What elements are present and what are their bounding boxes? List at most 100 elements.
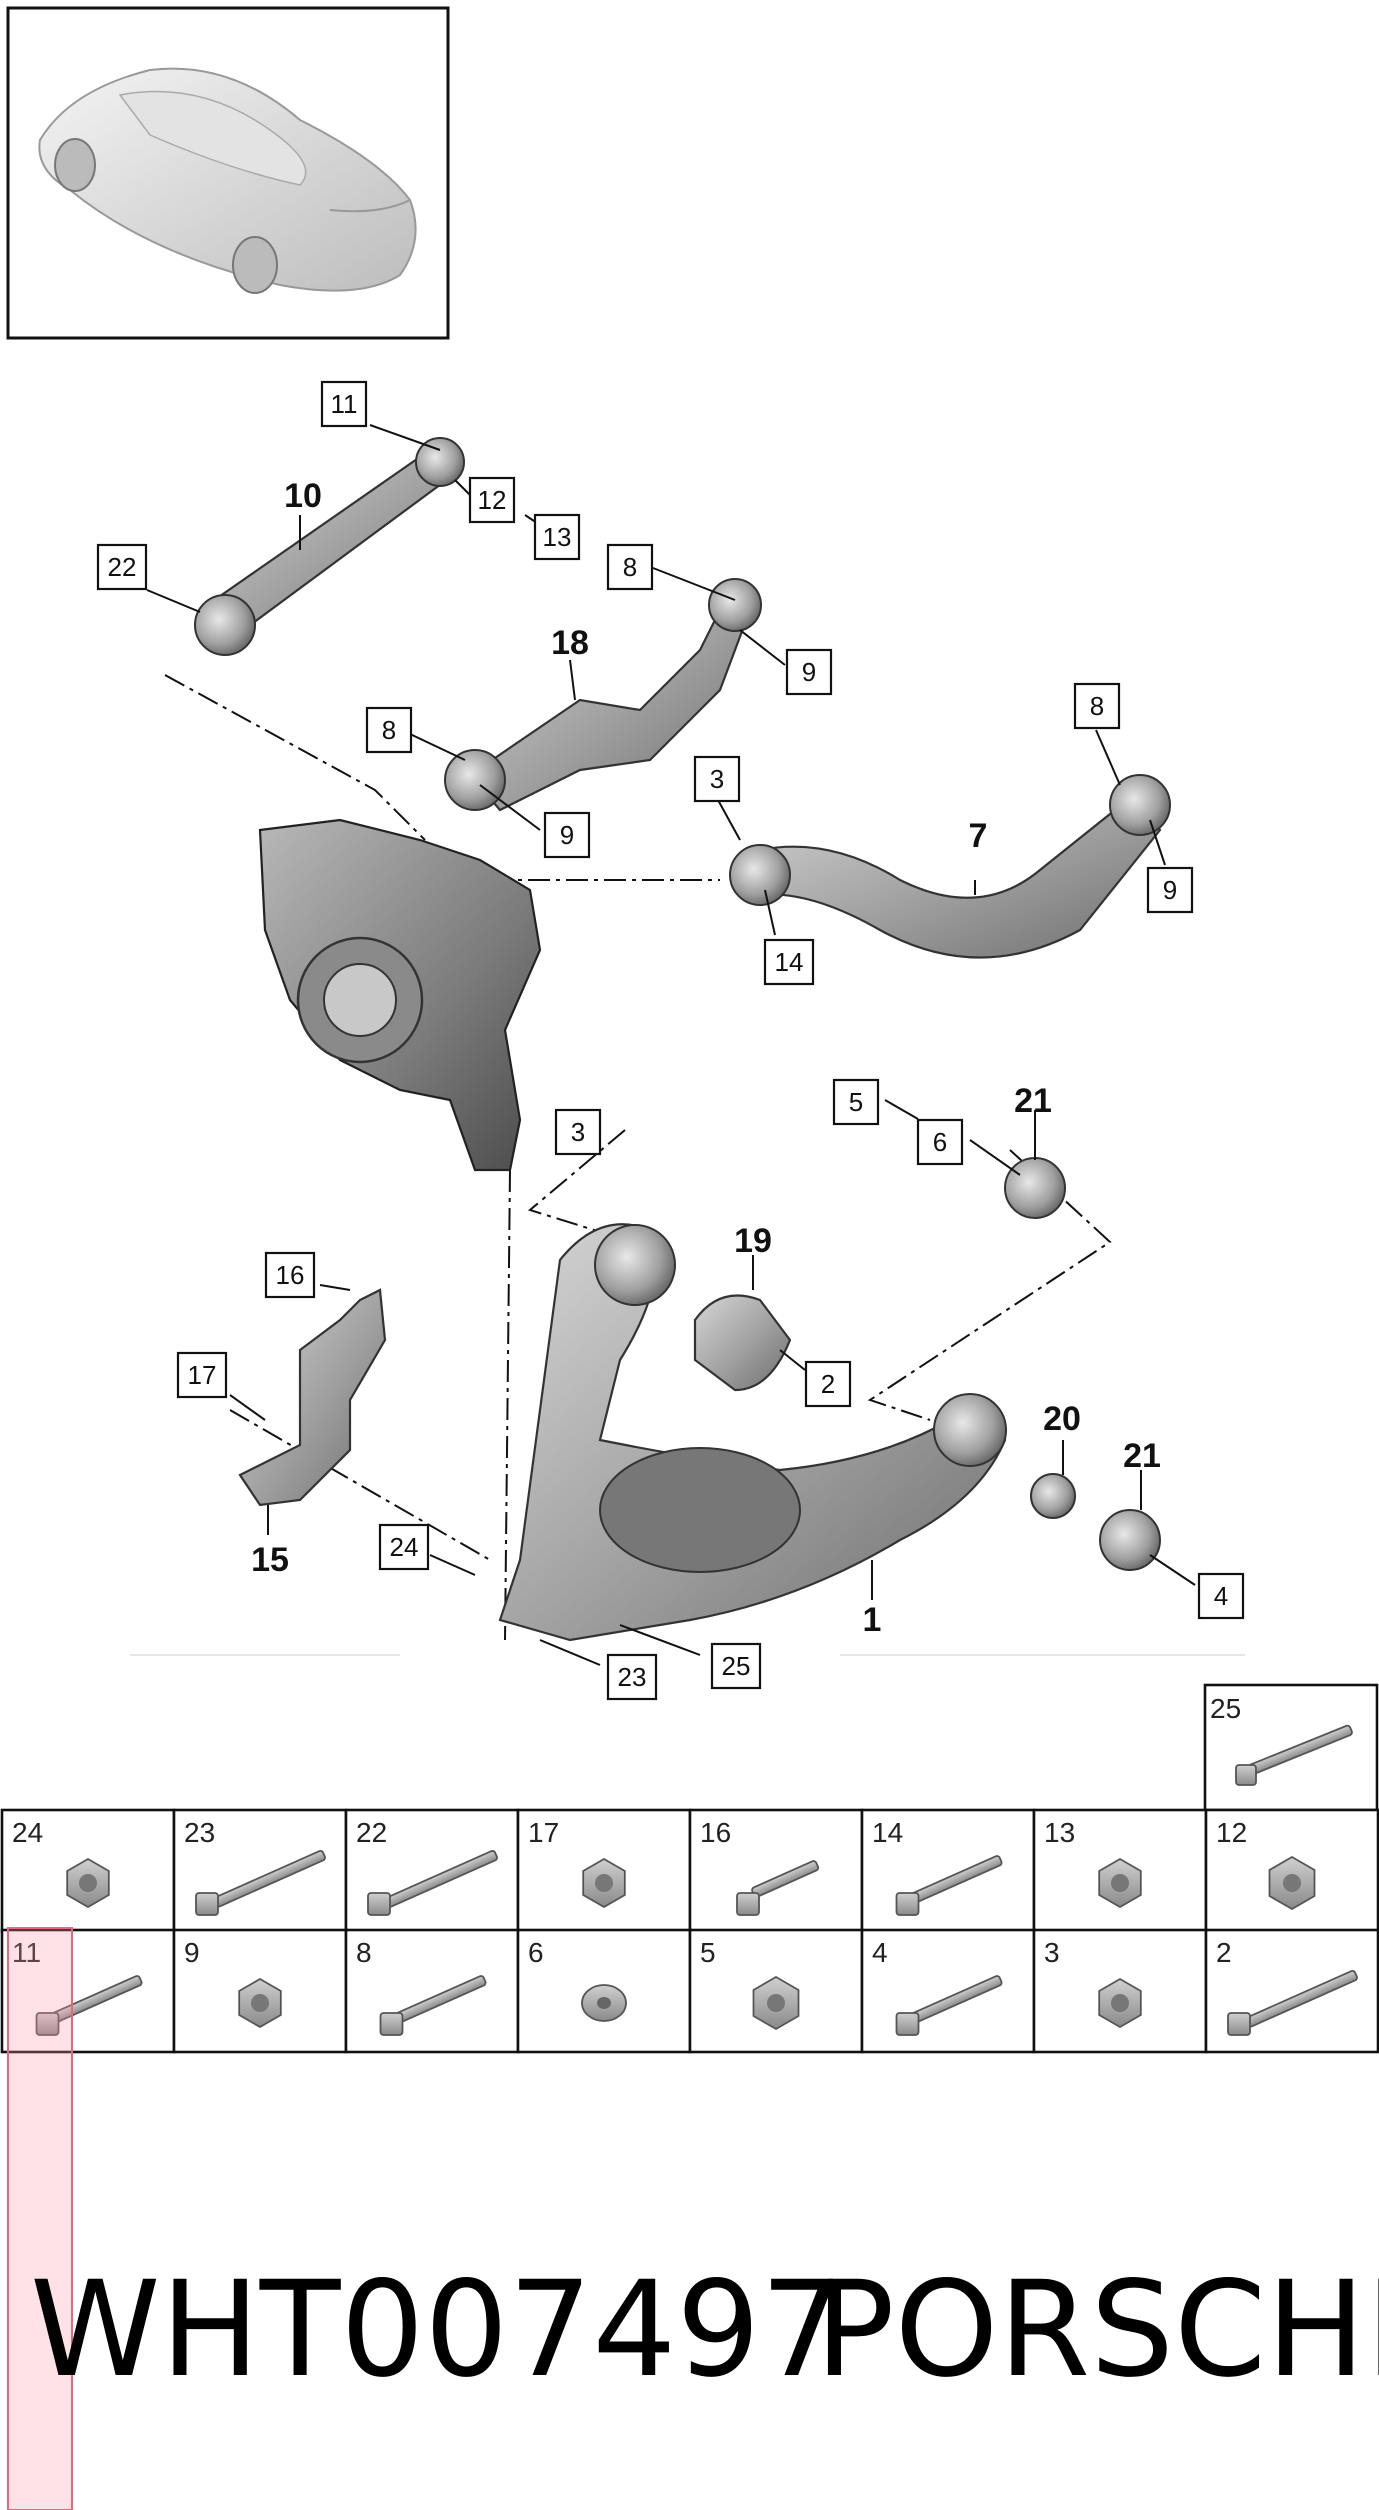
fastener-cell: 5 bbox=[688, 1928, 864, 2054]
fastener-label: 16 bbox=[700, 1817, 731, 1848]
fastener-cell: 4 bbox=[860, 1928, 1036, 2054]
bushing-part bbox=[693, 1294, 792, 1392]
part-number: 18 bbox=[551, 624, 589, 662]
fastener-label: 6 bbox=[528, 1937, 544, 1968]
callout-label: 16 bbox=[264, 1251, 316, 1299]
callout-label: 6 bbox=[916, 1118, 964, 1166]
callout-label: 9 bbox=[785, 648, 833, 696]
leader-lines bbox=[130, 424, 1245, 1666]
bolt-icon bbox=[895, 1975, 1003, 2036]
svg-text:24: 24 bbox=[390, 1532, 419, 1562]
svg-text:6: 6 bbox=[933, 1127, 947, 1157]
svg-text:17: 17 bbox=[188, 1360, 217, 1390]
fastener-label: 8 bbox=[356, 1937, 372, 1968]
part-number: 7 bbox=[969, 817, 988, 855]
svg-text:25: 25 bbox=[1210, 1693, 1241, 1724]
fastener-cell: 13 bbox=[1032, 1808, 1208, 1934]
svg-text:12: 12 bbox=[478, 485, 507, 515]
part-number: 21 bbox=[1123, 1437, 1161, 1475]
footer: WHT007497 PORSCHE bbox=[30, 2253, 1379, 2407]
svg-text:8: 8 bbox=[623, 552, 637, 582]
car-body-icon bbox=[38, 67, 417, 292]
fastener-cell: 22 bbox=[344, 1808, 520, 1934]
long-bolt-icon bbox=[1227, 1970, 1358, 2036]
fastener-table: 25 24 23 22 17 16 14 13 12 11 9 8 6 5 4 3 2 bbox=[0, 1683, 1379, 2510]
rubber-mount-part bbox=[1099, 1509, 1161, 1571]
part-numbers: 10 18 7 21 19 20 21 15 1 bbox=[251, 477, 1161, 1639]
fastener-label: 4 bbox=[872, 1937, 888, 1968]
fastener-label: 2 bbox=[1216, 1937, 1232, 1968]
fastener-label: 14 bbox=[872, 1817, 903, 1848]
fastener-label: 5 bbox=[700, 1937, 716, 1968]
part-code: WHT007497 bbox=[30, 2253, 844, 2407]
long-bolt-icon bbox=[195, 1850, 326, 1916]
callout-label: 24 bbox=[378, 1523, 430, 1571]
fastener-label: 11 bbox=[12, 1937, 41, 1968]
hex-nut-icon bbox=[1268, 1855, 1316, 1911]
fastener-label: 24 bbox=[12, 1817, 43, 1848]
flange-nut-icon bbox=[238, 1977, 282, 2029]
callout-label: 8 bbox=[365, 706, 413, 754]
bolt-icon bbox=[895, 1855, 1003, 1916]
fastener-cell: 9 bbox=[172, 1928, 348, 2054]
callout-label: 12 bbox=[468, 476, 516, 524]
part-number: 19 bbox=[734, 1222, 772, 1260]
callout-label: 8 bbox=[606, 543, 654, 591]
fastener-cell: 12 bbox=[1204, 1808, 1379, 1934]
svg-text:16: 16 bbox=[276, 1260, 305, 1290]
fastener-cell: 16 bbox=[688, 1808, 864, 1934]
callout-label: 14 bbox=[763, 938, 815, 986]
selection-highlight bbox=[7, 1927, 73, 2510]
fastener-cell: 8 bbox=[344, 1928, 520, 2054]
vehicle-thumbnail bbox=[6, 6, 450, 340]
fastener-cell: 6 bbox=[516, 1928, 692, 2054]
hex-nut-icon bbox=[752, 1975, 800, 2031]
fastener-label: 13 bbox=[1044, 1817, 1075, 1848]
callout-label: 4 bbox=[1197, 1572, 1245, 1620]
brand-name: PORSCHE bbox=[815, 2253, 1379, 2407]
svg-text:11: 11 bbox=[331, 389, 358, 419]
callout-label: 13 bbox=[533, 513, 581, 561]
fastener-label: 3 bbox=[1044, 1937, 1060, 1968]
callout-label: 23 bbox=[606, 1653, 658, 1701]
callout-label: 3 bbox=[554, 1108, 602, 1156]
fastener-label: 12 bbox=[1216, 1817, 1247, 1848]
svg-text:23: 23 bbox=[618, 1662, 647, 1692]
bolt-icon bbox=[379, 1975, 487, 2036]
long-bolt-icon bbox=[1235, 1724, 1353, 1786]
fastener-label: 9 bbox=[184, 1937, 200, 1968]
callout-label: 5 bbox=[832, 1078, 880, 1126]
spacer-part bbox=[1030, 1473, 1076, 1519]
svg-text:25: 25 bbox=[722, 1651, 751, 1681]
svg-text:9: 9 bbox=[1163, 875, 1177, 905]
parts bbox=[194, 437, 1171, 1642]
fastener-cell: 24 bbox=[0, 1808, 176, 1934]
washer-icon bbox=[581, 1984, 627, 2022]
svg-text:9: 9 bbox=[802, 657, 816, 687]
long-bolt-icon bbox=[367, 1850, 498, 1916]
part-number: 15 bbox=[251, 1541, 289, 1579]
svg-text:8: 8 bbox=[1090, 691, 1104, 721]
part-number: 21 bbox=[1014, 1082, 1052, 1120]
svg-text:8: 8 bbox=[382, 715, 396, 745]
callout-label: 8 bbox=[1073, 682, 1121, 730]
flange-nut-icon bbox=[582, 1857, 626, 1909]
svg-text:2: 2 bbox=[821, 1369, 835, 1399]
fastener-cell: 25 bbox=[1203, 1683, 1379, 1812]
fastener-label: 23 bbox=[184, 1817, 215, 1848]
part-number: 10 bbox=[284, 477, 322, 515]
callout-label: 25 bbox=[710, 1642, 762, 1690]
callout-boxes: 11 12 13 22 8 9 8 9 8 3 9 14 3 5 6 16 17… bbox=[96, 380, 1245, 1701]
flange-nut-icon bbox=[1098, 1977, 1142, 2029]
callout-label: 2 bbox=[804, 1360, 852, 1408]
svg-text:3: 3 bbox=[710, 764, 724, 794]
fastener-cell: 11 bbox=[0, 1928, 176, 2054]
part-number: 20 bbox=[1043, 1400, 1081, 1438]
svg-text:5: 5 bbox=[849, 1087, 863, 1117]
callout-label: 9 bbox=[543, 811, 591, 859]
fastener-label: 17 bbox=[528, 1817, 559, 1848]
svg-text:3: 3 bbox=[571, 1117, 585, 1147]
callout-label: 3 bbox=[693, 755, 741, 803]
callout-label: 9 bbox=[1146, 866, 1194, 914]
